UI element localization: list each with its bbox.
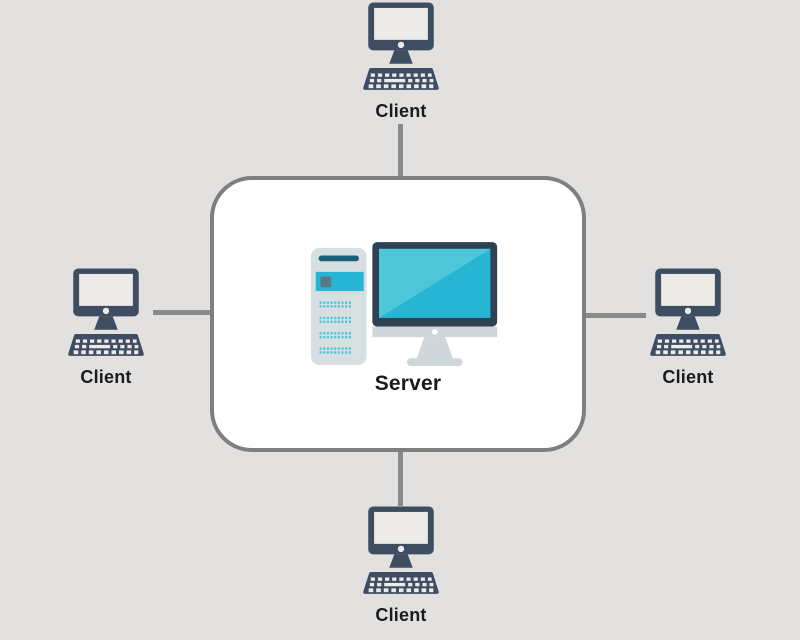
connector-right	[584, 313, 646, 318]
server-tower-with-monitor-icon	[310, 242, 498, 366]
connector-bottom	[398, 448, 403, 506]
connector-left	[153, 310, 212, 315]
desktop-computer-icon	[646, 268, 730, 358]
client-label: Client	[80, 367, 132, 387]
server-label: Server	[374, 372, 442, 395]
connector-top	[398, 124, 403, 178]
desktop-computer-icon	[359, 2, 443, 92]
client-label: Client	[375, 101, 427, 121]
client-label: Client	[375, 605, 427, 625]
client-node-right: Client	[633, 268, 743, 388]
client-node-bottom: Client	[346, 506, 456, 626]
client-node-top: Client	[346, 2, 456, 122]
desktop-computer-icon	[359, 506, 443, 596]
server-box: Server	[210, 176, 586, 452]
client-label: Client	[662, 367, 714, 387]
desktop-computer-icon	[64, 268, 148, 358]
client-node-left: Client	[51, 268, 161, 388]
